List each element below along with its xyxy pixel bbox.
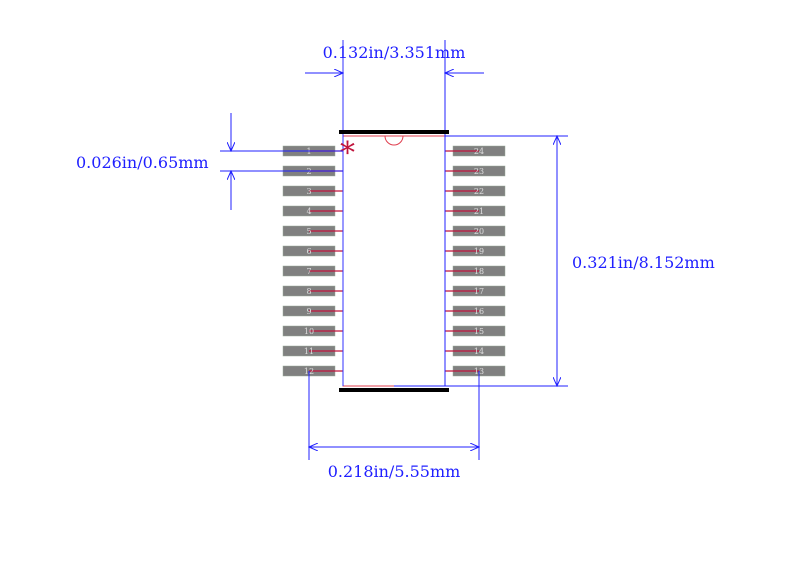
pin-number: 22 xyxy=(474,187,484,196)
pin-number: 11 xyxy=(304,347,314,356)
pin-number: 9 xyxy=(306,307,311,316)
pin-number: 8 xyxy=(306,287,311,296)
dim-pitch xyxy=(220,113,343,210)
pin-number: 24 xyxy=(474,147,484,156)
dim-pitch-label: 0.026in/0.65mm xyxy=(76,153,209,172)
pin-number: 18 xyxy=(474,267,484,276)
pin-number: 21 xyxy=(474,207,484,216)
pin-number: 14 xyxy=(474,347,484,356)
pin-number: 3 xyxy=(306,187,311,196)
body-outline xyxy=(342,135,446,387)
silk-bottom xyxy=(339,388,449,392)
pin-number: 20 xyxy=(474,227,484,236)
dim-bottom-label: 0.218in/5.55mm xyxy=(328,462,461,481)
pin-number: 15 xyxy=(474,327,484,336)
pin-number: 16 xyxy=(474,307,484,316)
dim-bottom xyxy=(309,371,479,460)
dim-top-label: 0.132in/3.351mm xyxy=(323,43,466,62)
pin-number: 7 xyxy=(306,267,311,276)
pin-number: 5 xyxy=(306,227,311,236)
pin-number: 6 xyxy=(306,247,311,256)
silk-top xyxy=(339,130,449,134)
pin-number: 4 xyxy=(306,207,311,216)
pin1-marker-icon: * xyxy=(340,136,355,171)
pin-number: 10 xyxy=(304,327,314,336)
pin-number: 23 xyxy=(474,167,484,176)
pin-number: 17 xyxy=(474,287,484,296)
dim-height xyxy=(394,136,568,386)
dim-height-label: 0.321in/8.152mm xyxy=(572,253,715,272)
pin-number: 19 xyxy=(474,247,484,256)
notch-icon xyxy=(384,135,404,146)
